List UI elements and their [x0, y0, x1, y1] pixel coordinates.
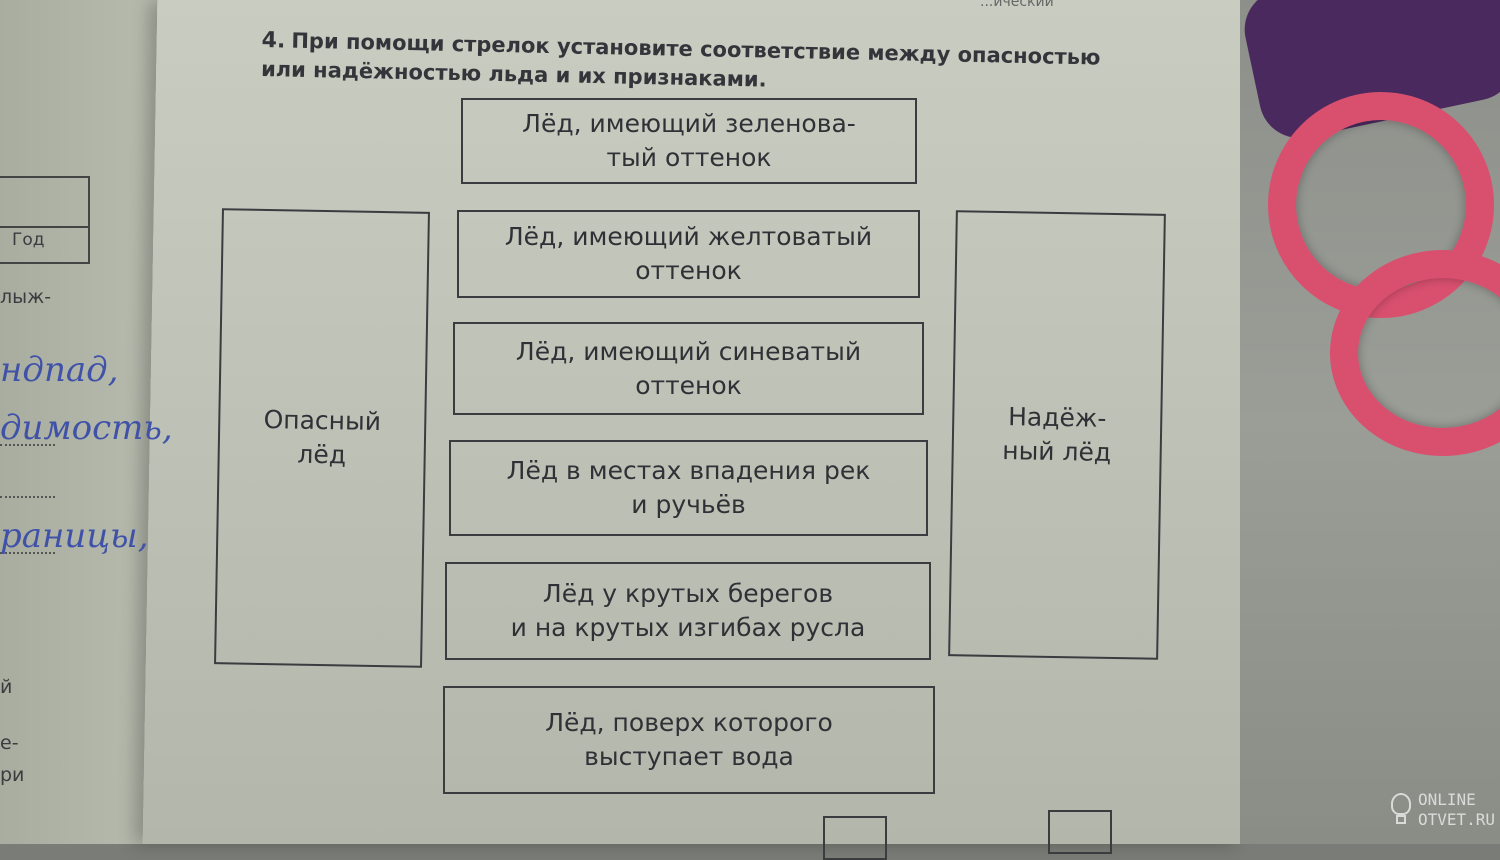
left-fragment-3: ри [0, 764, 25, 786]
watermark-line-2: OTVET.RU [1418, 810, 1496, 829]
category-reliable-ice[interactable]: Надёж- ный лёд [948, 210, 1166, 660]
left-text-fragment: лыж- [0, 286, 52, 308]
sign-box-river-mouths[interactable]: Лёд в местах впадения рек и ручьёв [449, 440, 928, 536]
sign-label: Лёд, имеющий синеватый оттенок [515, 336, 862, 400]
sign-box-yellowish[interactable]: Лёд, имеющий желтоватый оттенок [457, 210, 920, 298]
handwriting-line-2: димость, [0, 408, 173, 448]
year-label: Год [12, 230, 45, 250]
left-fragment-1: й [0, 676, 13, 698]
category-reliable-label: Надёж- ный лёд [1001, 402, 1112, 467]
dotted-line [0, 552, 55, 554]
watermark: ONLINE OTVET.RU [1390, 790, 1495, 830]
category-dangerous-ice[interactable]: Опасный лёд [214, 208, 430, 668]
bottom-square-1 [823, 816, 887, 860]
sign-box-bluish[interactable]: Лёд, имеющий синеватый оттенок [453, 322, 924, 415]
sign-label: Лёд, поверх которого выступает вода [545, 708, 833, 771]
sign-box-steep-banks[interactable]: Лёд у крутых берегов и на крутых изгибах… [445, 562, 931, 660]
handwriting-line-1: ндпад, [0, 350, 119, 390]
left-fragment-2: е- [0, 732, 19, 754]
task-number: 4. [261, 27, 286, 54]
bottom-square-2 [1048, 810, 1112, 854]
sign-box-greenish[interactable]: Лёд, имеющий зеленова- тый оттенок [461, 98, 917, 184]
handwriting-line-3: раницы, [0, 516, 149, 556]
sign-box-water-on-top[interactable]: Лёд, поверх которого выступает вода [443, 686, 935, 794]
year-table [0, 176, 90, 264]
sign-label: Лёд, имеющий зеленова- тый оттенок [522, 109, 856, 172]
dotted-line [0, 496, 55, 498]
sign-label: Лёд в местах впадения рек и ручьёв [506, 456, 871, 519]
sign-label: Лёд у крутых берегов и на крутых изгибах… [510, 579, 866, 642]
lightbulb-icon [1390, 793, 1412, 827]
category-dangerous-label: Опасный лёд [263, 404, 382, 470]
sign-label: Лёд, имеющий желтоватый оттенок [504, 222, 873, 285]
dotted-line [0, 444, 55, 446]
header-fragment: ...ический [980, 0, 1054, 10]
watermark-line-1: ONLINE [1418, 790, 1476, 809]
